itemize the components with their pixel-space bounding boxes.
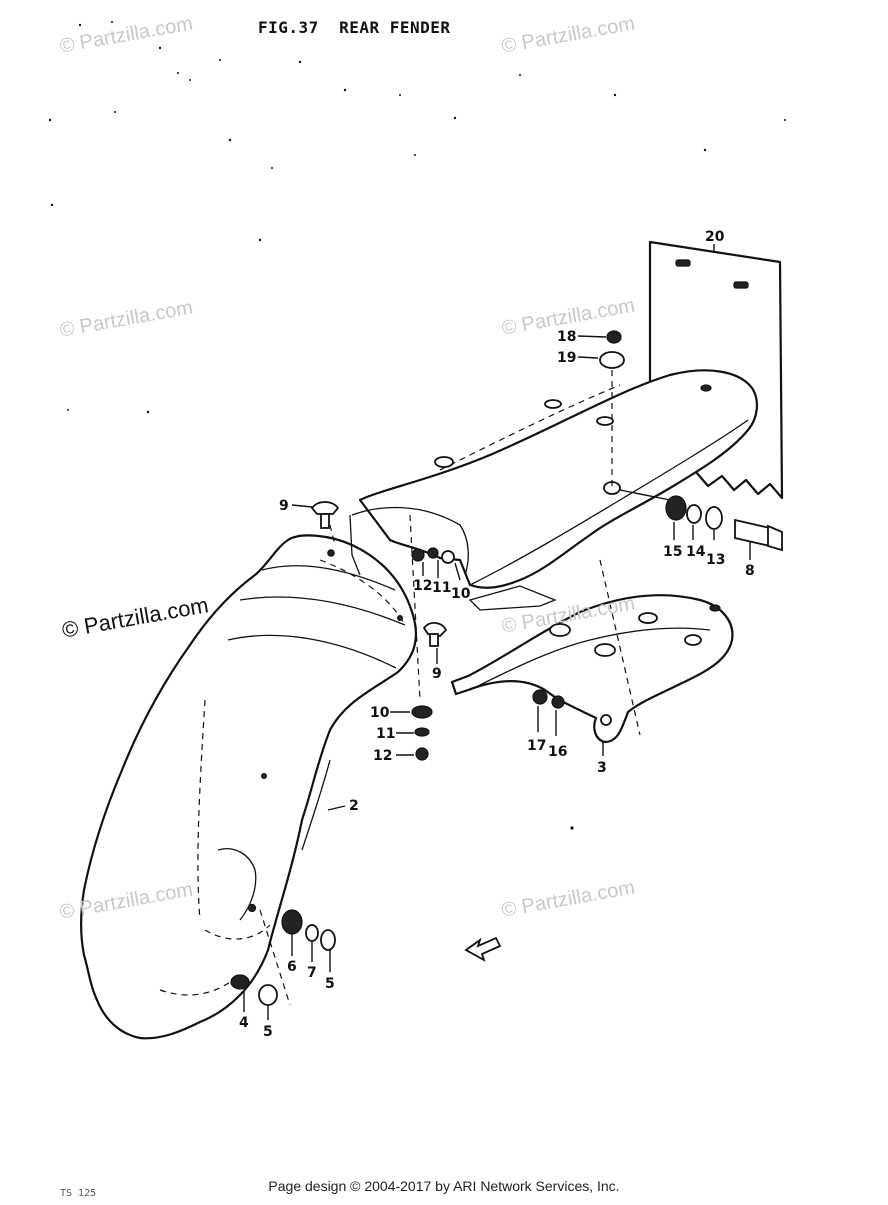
callout-16: 16 — [548, 744, 567, 760]
callout-2: 2 — [349, 798, 359, 814]
callout-9-lower: 9 — [432, 666, 442, 682]
callout-15: 15 — [663, 544, 682, 560]
callout-18: 18 — [557, 329, 576, 345]
callout-20: 20 — [705, 229, 725, 245]
callout-6: 6 — [287, 959, 297, 975]
callout-19: 19 — [557, 350, 576, 366]
callout-8: 8 — [745, 563, 755, 579]
figure-title: FIG.37 REAR FENDER — [258, 18, 451, 37]
figure-code: TS 125 — [60, 1188, 97, 1199]
callout-11-upper: 11 — [432, 580, 451, 596]
callout-4: 4 — [239, 1015, 249, 1031]
callout-12-lower: 12 — [373, 748, 392, 764]
callout-12-upper: 12 — [413, 578, 432, 594]
hardware-parts — [230, 330, 783, 1006]
callout-11-lower: 11 — [376, 726, 395, 742]
callout-labels: 20 18 19 9 12 11 10 15 14 13 8 9 10 11 1… — [239, 229, 755, 1040]
callout-5-right: 5 — [325, 976, 335, 992]
callout-7: 7 — [307, 965, 317, 981]
rear-fender-upper-part-1 — [349, 369, 758, 611]
callout-14: 14 — [686, 544, 706, 560]
callout-5-bottom: 5 — [263, 1024, 273, 1040]
page-footer: Page design © 2004-2017 by ARI Network S… — [268, 1178, 620, 1194]
splash-guard-part-3 — [450, 594, 734, 744]
callout-17: 17 — [527, 738, 546, 754]
callout-9-upper: 9 — [279, 498, 289, 514]
callout-13: 13 — [706, 552, 725, 568]
rear-fender-part-2 — [79, 534, 418, 1040]
print-specks — [48, 21, 786, 830]
callout-10-upper: 10 — [451, 586, 471, 602]
leader-lines — [243, 244, 751, 1020]
callout-10-lower: 10 — [370, 705, 390, 721]
callout-3: 3 — [597, 760, 607, 776]
